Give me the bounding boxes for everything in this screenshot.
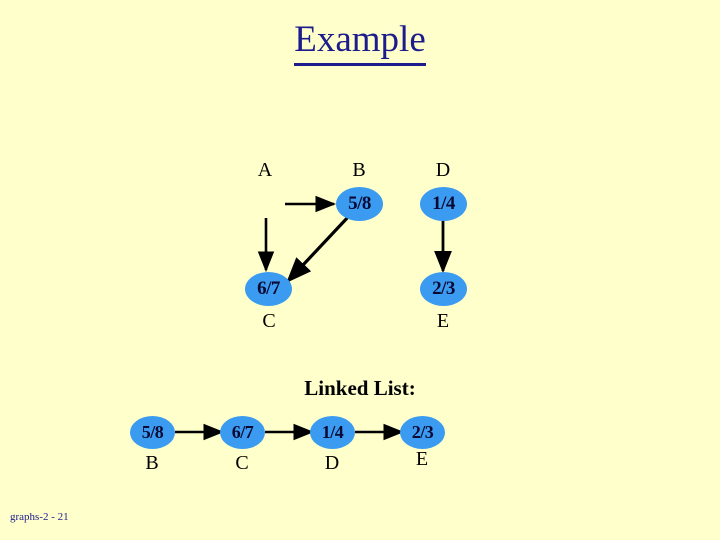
graph-node-d[interactable]: 1/4 — [420, 187, 467, 221]
list-label-3: D — [324, 452, 340, 474]
page-title: Example — [0, 18, 720, 66]
graph-label-b: B — [352, 159, 366, 181]
graph-node-b[interactable]: 5/8 — [336, 187, 383, 221]
graph-node-e[interactable]: 2/3 — [420, 272, 467, 306]
graph-label-d: D — [435, 159, 451, 181]
list-node-1[interactable]: 5/8 — [130, 416, 175, 449]
linked-list-heading: Linked List: — [304, 376, 416, 400]
list-node-2[interactable]: 6/7 — [220, 416, 265, 449]
graph-node-c[interactable]: 6/7 — [245, 272, 292, 306]
graph-label-e: E — [436, 310, 450, 332]
list-label-4: E — [415, 448, 429, 470]
list-label-1: B — [145, 452, 159, 474]
edge-b-to-c — [286, 214, 351, 283]
list-node-3[interactable]: 1/4 — [310, 416, 355, 449]
slide-footer: graphs-2 - 21 — [10, 511, 69, 523]
list-label-2: C — [235, 452, 249, 474]
graph-label-a: A — [257, 159, 273, 181]
page-title-text: Example — [294, 18, 426, 66]
graph-label-c: C — [262, 310, 276, 332]
list-node-4[interactable]: 2/3 — [400, 416, 445, 449]
